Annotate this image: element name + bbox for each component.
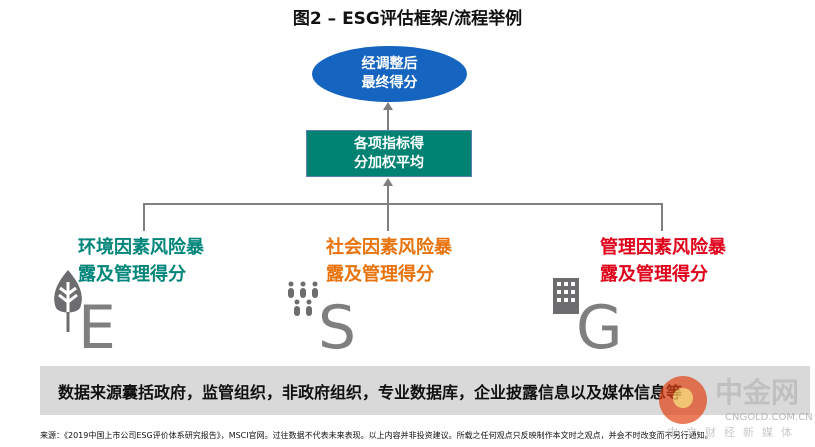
governance-line1: 管理因素风险暴 — [600, 237, 726, 258]
governance-title: 管理因素风险暴露及管理得分 — [600, 234, 726, 288]
people-icon — [288, 281, 318, 316]
environment-title: 环境因素风险暴露及管理得分 — [78, 234, 204, 288]
connector-g — [661, 203, 663, 231]
final-score-line1: 经调整后 — [361, 56, 418, 72]
social-line1: 社会因素风险暴 — [326, 237, 452, 258]
svg-text:中文财经新媒体: 中文财经新媒体 — [667, 425, 800, 439]
arrow-to-weighted — [387, 185, 389, 204]
connector-horizontal — [143, 203, 663, 205]
environment-line1: 环境因素风险暴 — [78, 237, 204, 258]
connector-s — [387, 203, 389, 231]
weighted-line1: 各项指标得 — [354, 135, 424, 152]
svg-text:中金网: 中金网 — [715, 376, 799, 409]
arrow-to-final — [387, 108, 389, 130]
arrow-head-icon — [383, 178, 393, 186]
connector-e — [143, 203, 145, 231]
social-line2: 露及管理得分 — [326, 264, 434, 285]
cngold-watermark-logo: 中金网 CNGOLD.COM.CN 中文财经新媒体 — [659, 376, 813, 439]
weighted-average-node: 各项指标得分加权平均 — [306, 130, 472, 177]
weighted-line2: 分加权平均 — [354, 154, 424, 171]
e-letter: E — [78, 293, 116, 363]
svg-text:CNGOLD.COM.CN: CNGOLD.COM.CN — [725, 412, 813, 423]
g-letter: G — [576, 293, 623, 363]
source-footnote: 来源：《2019中国上市公司ESG评价体系研究报告》，MSCI官网。过往数据不代… — [40, 431, 713, 440]
leaf-icon — [54, 270, 82, 332]
arrow-head-icon — [383, 102, 393, 110]
diagram-title: 图2 – ESG评估框架/流程举例 — [292, 9, 523, 29]
social-title: 社会因素风险暴露及管理得分 — [326, 234, 452, 288]
governance-line2: 露及管理得分 — [600, 264, 708, 285]
s-letter: S — [318, 293, 357, 363]
environment-line2: 露及管理得分 — [78, 264, 186, 285]
final-score-node: 经调整后最终得分 — [312, 46, 467, 102]
final-score-line2: 最终得分 — [361, 75, 418, 91]
building-icon — [553, 278, 579, 314]
